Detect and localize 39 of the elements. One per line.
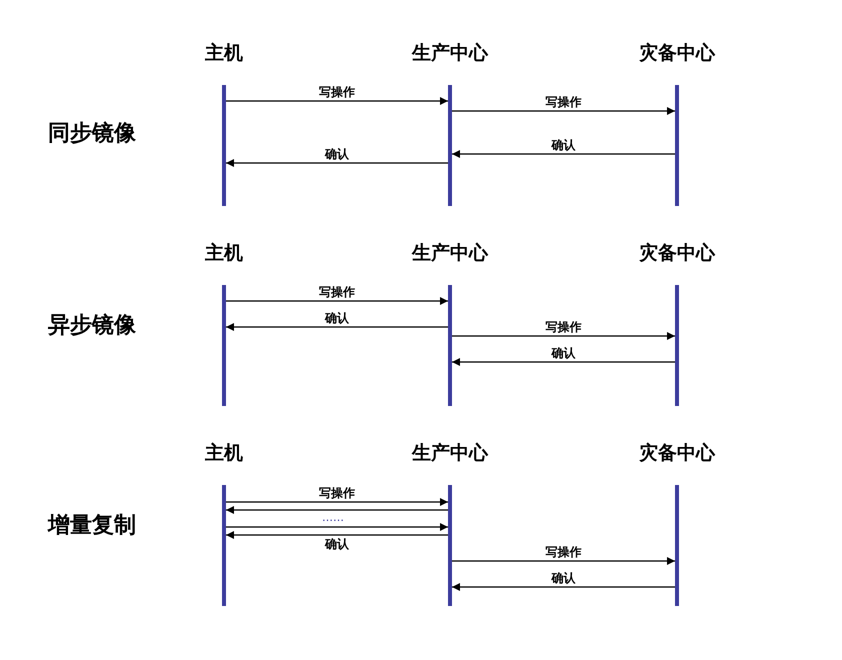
participant-label: 灾备中心	[638, 441, 716, 466]
edge-label: 确认	[325, 537, 349, 551]
participant-label: 主机	[204, 241, 244, 266]
arrow	[452, 107, 675, 115]
participant-label: 生产中心	[410, 41, 490, 66]
section-title: 增量复制	[48, 512, 136, 540]
edge-label: 确认	[552, 138, 576, 152]
edge-label: 确认	[552, 346, 576, 360]
arrow	[226, 159, 448, 167]
edge-label: 确认	[552, 571, 576, 585]
section-title: 异步镜像	[48, 312, 136, 340]
participant-label: 灾备中心	[638, 241, 716, 266]
arrow	[452, 358, 675, 366]
participant-label: 主机	[204, 441, 244, 466]
edge-label: 确认	[325, 147, 349, 161]
arrow	[452, 332, 675, 340]
participant-label: 生产中心	[410, 441, 490, 466]
edge-label: 确认	[325, 311, 349, 325]
arrow	[452, 150, 675, 158]
arrow	[226, 97, 448, 105]
edge-label: 写操作	[546, 320, 582, 334]
arrow	[226, 323, 448, 331]
arrow	[226, 297, 448, 305]
arrow	[226, 506, 448, 514]
arrow	[226, 523, 448, 531]
arrow	[226, 531, 448, 539]
participant-label: 生产中心	[410, 241, 490, 266]
ellipsis-mark: ……	[322, 511, 344, 524]
edge-label: 写操作	[319, 486, 355, 500]
arrow	[226, 498, 448, 506]
edge-label: 写操作	[319, 285, 355, 299]
participant-label: 主机	[204, 41, 244, 66]
arrow	[452, 583, 675, 591]
edge-label: 写操作	[319, 85, 355, 99]
section-title: 同步镜像	[48, 120, 136, 148]
participant-label: 灾备中心	[638, 41, 716, 66]
edge-label: 写操作	[546, 95, 582, 109]
arrow	[452, 557, 675, 565]
edge-label: 写操作	[546, 545, 582, 559]
